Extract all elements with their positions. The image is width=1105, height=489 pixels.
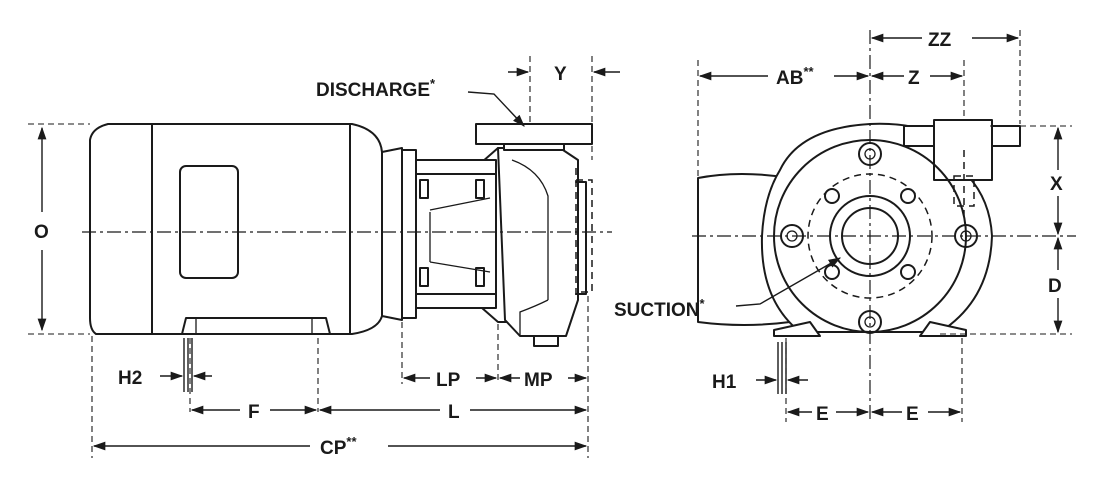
suction-label: SUCTION*	[614, 296, 706, 321]
dim-label-o: O	[34, 222, 49, 243]
discharge-label: DISCHARGE*	[316, 76, 436, 101]
dim-label-cp: CP**	[320, 434, 357, 459]
dim-label-f: F	[248, 402, 260, 423]
dim-label-ab: AB**	[776, 64, 815, 89]
bolt	[475, 179, 485, 199]
side-view: O Y DISCHARGE* H2 LP MP F	[28, 56, 620, 459]
bolt	[419, 267, 429, 287]
motor-foot	[181, 317, 331, 335]
dim-label-mp: MP	[524, 370, 553, 391]
dim-label-e-right: E	[906, 404, 919, 425]
discharge-flange-side	[475, 123, 593, 145]
dim-label-l: L	[448, 402, 460, 423]
motor-body	[89, 123, 403, 335]
bracket-adapter	[401, 149, 497, 319]
dim-label-y: Y	[554, 64, 567, 85]
dim-label-h1: H1	[712, 372, 737, 393]
dim-label-lp: LP	[436, 370, 461, 391]
bolt	[475, 267, 485, 287]
motor-nameplate	[179, 165, 239, 279]
foot-left	[773, 321, 821, 337]
dim-label-h2: H2	[118, 368, 142, 389]
end-view: ZZ AB** Z X D SUCTION* H1 E	[614, 30, 1076, 425]
dim-label-zz: ZZ	[928, 30, 952, 51]
bolt	[419, 179, 429, 199]
dim-label-x: X	[1050, 174, 1063, 195]
dim-label-z: Z	[908, 68, 920, 89]
dim-label-e-left: E	[816, 404, 829, 425]
dim-label-d: D	[1048, 276, 1062, 297]
